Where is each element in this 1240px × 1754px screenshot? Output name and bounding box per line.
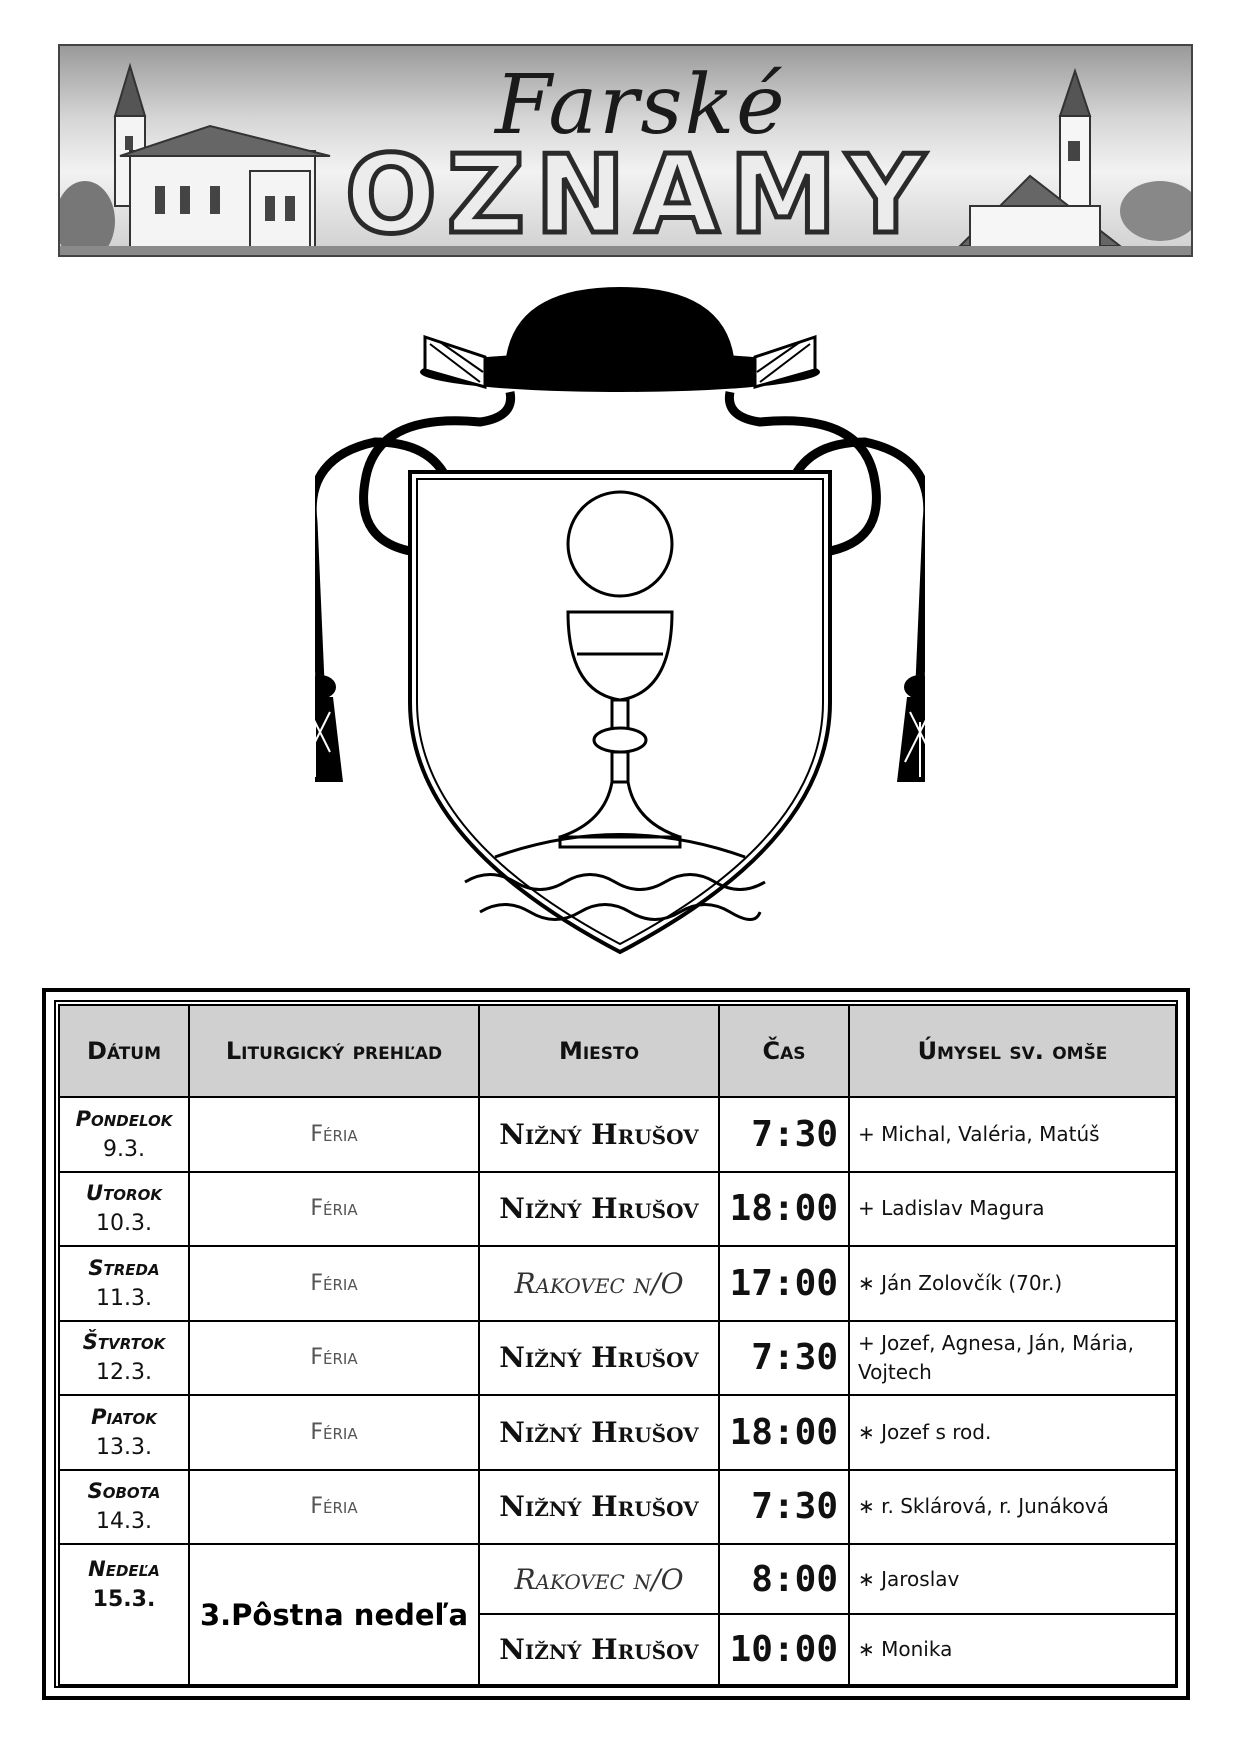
day-date: 13.3. xyxy=(96,1434,152,1460)
day-name: Pondelok xyxy=(75,1106,173,1131)
intention-cell: ∗ Jaroslav xyxy=(848,1542,1177,1616)
place-cell: Nižný Hrušov xyxy=(478,1170,720,1247)
table-row: Streda 11.3. Féria Rakovec n/O 17:00 ∗ Já… xyxy=(58,1245,1177,1322)
intention-cell: + Jozef, Agnesa, Ján, Mária, Vojtech xyxy=(848,1319,1177,1396)
day-name: Utorok xyxy=(86,1181,162,1206)
table-row-sunday: Nižný Hrušov 10:00 ∗ Monika xyxy=(59,1613,1177,1686)
table-row: Štvrtok 12.3. Féria Nižný Hrušov 7:30 + J… xyxy=(58,1319,1177,1396)
day-date: 15.3. xyxy=(92,1587,156,1612)
place-cell: Nižný Hrušov xyxy=(478,1096,720,1173)
tassel-right-icon xyxy=(897,675,925,782)
day-date: 12.3. xyxy=(96,1360,152,1386)
place-cell: Nižný Hrušov xyxy=(478,1319,720,1396)
liturgy-cell: Féria xyxy=(188,1245,480,1322)
liturgy-cell: Féria xyxy=(188,1319,480,1396)
day-cell: Streda 11.3. xyxy=(58,1245,190,1322)
intention-cell: ∗ Monika xyxy=(848,1613,1177,1686)
place-cell: Nižný Hrušov xyxy=(478,1613,720,1686)
intention-cell: ∗ r. Sklárová, r. Junáková xyxy=(848,1468,1177,1545)
place-cell: Nižný Hrušov xyxy=(478,1468,720,1545)
liturgy-cell: Féria xyxy=(188,1468,480,1545)
host-icon xyxy=(566,490,674,598)
day-name: Nedeľa xyxy=(88,1557,160,1581)
time-cell: 7:30 xyxy=(718,1319,850,1396)
mass-schedule-table: Dátum Liturgický prehľad Miesto Čas Úmys… xyxy=(58,1004,1177,1686)
header-time: Čas xyxy=(718,1004,850,1098)
galero-hat-icon xyxy=(420,287,820,392)
day-date: 10.3. xyxy=(96,1211,152,1237)
day-date: 11.3. xyxy=(96,1285,152,1311)
time-cell: 8:00 xyxy=(718,1542,850,1616)
churches-illustration xyxy=(60,62,1191,255)
coat-of-arms xyxy=(315,287,925,955)
chalice-icon xyxy=(558,610,682,849)
time-cell: 18:00 xyxy=(718,1170,850,1247)
day-cell: Utorok 10.3. xyxy=(58,1170,190,1247)
place-cell: Rakovec n/O xyxy=(478,1542,720,1616)
header-date: Dátum xyxy=(58,1004,190,1098)
day-name: Štvrtok xyxy=(82,1330,166,1355)
header-place: Miesto xyxy=(478,1004,720,1098)
liturgy-cell: Féria xyxy=(188,1394,480,1471)
tassel-left-icon xyxy=(315,675,343,782)
liturgy-cell: Féria xyxy=(188,1170,480,1247)
schedule-frame xyxy=(42,988,1190,1700)
time-cell: 7:30 xyxy=(718,1468,850,1545)
header-liturgy: Liturgický prehľad xyxy=(188,1004,480,1098)
intention-cell: ∗ Jozef s rod. xyxy=(848,1394,1177,1471)
time-cell: 10:00 xyxy=(718,1613,850,1686)
banner-main-title: OZNAMY xyxy=(343,133,935,257)
table-row: Pondelok 9.3. Féria Nižný Hrušov 7:30 + M… xyxy=(58,1096,1177,1173)
day-name: Sobota xyxy=(87,1479,161,1504)
day-name: Piatok xyxy=(91,1404,157,1429)
place-cell: Nižný Hrušov xyxy=(478,1394,720,1471)
intention-cell: ∗ Ján Zolovčík (70r.) xyxy=(848,1245,1177,1322)
table-row: Sobota 14.3. Féria Nižný Hrušov 7:30 ∗ r.… xyxy=(58,1468,1177,1545)
banner-script-title: Farské xyxy=(495,58,787,153)
header-intention: Úmysel sv. omše xyxy=(848,1004,1177,1098)
day-name: Streda xyxy=(88,1255,160,1280)
intention-cell: + Michal, Valéria, Matúš xyxy=(848,1096,1177,1173)
day-cell: Štvrtok 12.3. xyxy=(58,1319,190,1396)
day-date: 14.3. xyxy=(96,1509,152,1535)
time-cell: 7:30 xyxy=(718,1096,850,1173)
intention-cell: + Ladislav Magura xyxy=(848,1170,1177,1247)
waves-icon xyxy=(464,833,766,921)
header-banner: Farské OZNAMY xyxy=(58,44,1193,257)
table-row: Utorok 10.3. Féria Nižný Hrušov 18:00 + L… xyxy=(58,1170,1177,1247)
liturgy-cell: 3.Pôstna nedeľa xyxy=(188,1543,480,1686)
time-cell: 18:00 xyxy=(718,1394,850,1471)
day-cell: Nedeľa 15.3. xyxy=(58,1543,190,1686)
place-cell: Rakovec n/O xyxy=(478,1245,720,1322)
table-row: Piatok 13.3. Féria Nižný Hrušov 18:00 ∗ J… xyxy=(58,1394,1177,1471)
day-cell: Piatok 13.3. xyxy=(58,1394,190,1471)
time-cell: 17:00 xyxy=(718,1245,850,1322)
day-cell: Sobota 14.3. xyxy=(58,1468,190,1545)
liturgy-cell: Féria xyxy=(188,1096,480,1173)
day-date: 9.3. xyxy=(103,1136,145,1162)
day-cell: Pondelok 9.3. xyxy=(58,1096,190,1173)
